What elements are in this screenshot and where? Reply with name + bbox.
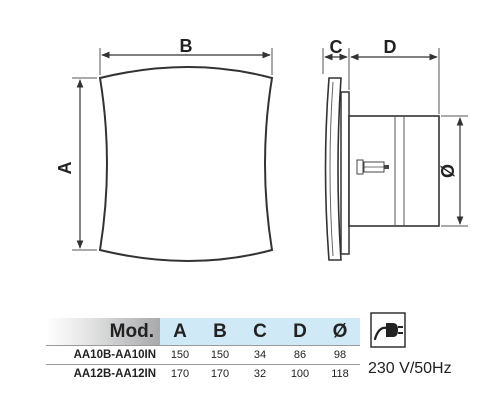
dimension-c: C <box>322 37 350 90</box>
header-diameter: Ø <box>320 318 360 346</box>
header-c: C <box>240 318 280 346</box>
dimension-b: B <box>99 36 273 75</box>
cell-diameter: 98 <box>320 345 360 365</box>
header-d: D <box>280 318 320 346</box>
cell-c: 34 <box>240 345 280 365</box>
cell-d: 86 <box>280 345 320 365</box>
side-plate <box>340 91 350 255</box>
cell-c: 32 <box>240 364 280 383</box>
table-row: AA12B-AA12IN 170 170 32 100 118 <box>46 364 360 383</box>
power-plug-icon <box>370 312 406 348</box>
side-cover <box>324 77 342 261</box>
cell-b: 150 <box>200 345 240 365</box>
header-model: Mod. <box>46 318 160 346</box>
spec-table: Mod. A B C D Ø AA10B-AA10IN 150 150 34 8… <box>46 318 360 383</box>
dimension-label-b: B <box>180 36 193 56</box>
header-b: B <box>200 318 240 346</box>
front-panel <box>98 66 274 262</box>
row-model: AA10B-AA10IN <box>46 345 160 365</box>
header-a: A <box>160 318 200 346</box>
front-view <box>98 66 274 262</box>
dimension-a: A <box>55 77 97 251</box>
voltage-label: 230 V/50Hz <box>368 360 452 377</box>
cell-a: 150 <box>160 345 200 365</box>
row-model: AA12B-AA12IN <box>46 364 160 383</box>
dimension-label-d: D <box>384 37 397 57</box>
dimension-label-diameter: Ø <box>438 164 458 178</box>
spec-table-header: Mod. A B C D Ø <box>46 318 360 346</box>
table-row: AA10B-AA10IN 150 150 34 86 98 <box>46 345 360 365</box>
side-view <box>324 77 440 261</box>
dimension-diameter: Ø <box>438 115 468 227</box>
dimension-d: D <box>350 37 440 114</box>
cell-b: 170 <box>200 364 240 383</box>
dimension-label-c: C <box>330 37 343 57</box>
dimension-label-a: A <box>55 162 75 175</box>
cell-d: 100 <box>280 364 320 383</box>
cell-diameter: 118 <box>320 364 360 383</box>
cell-a: 170 <box>160 364 200 383</box>
